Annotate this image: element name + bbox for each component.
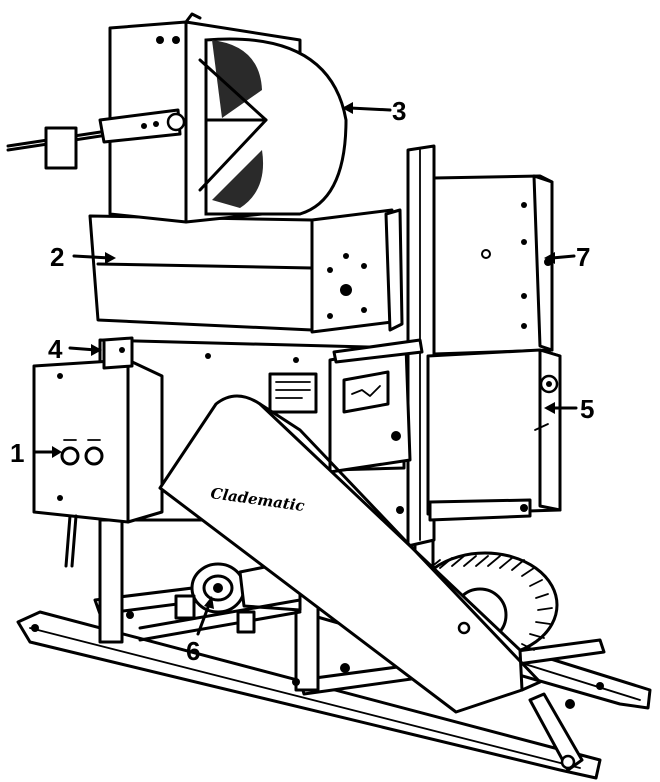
- control-box: [32, 336, 164, 568]
- callout-arrows: [32, 102, 578, 636]
- callout-7: 7: [576, 242, 590, 272]
- callout-4: 4: [48, 334, 63, 364]
- discharge-chute: Cladematic: [158, 394, 584, 772]
- callout-6: 6: [186, 636, 200, 666]
- callout-labels: 1 2 3 4 5 6 7: [10, 96, 594, 666]
- upper-cabinet: [432, 174, 554, 356]
- hopper: [88, 208, 404, 334]
- callout-2: 2: [50, 242, 64, 272]
- lower-cabinet: [426, 348, 562, 522]
- fan-housing: [6, 12, 348, 224]
- callout-1: 1: [10, 438, 24, 468]
- callout-3: 3: [392, 96, 406, 126]
- callout-5: 5: [580, 394, 594, 424]
